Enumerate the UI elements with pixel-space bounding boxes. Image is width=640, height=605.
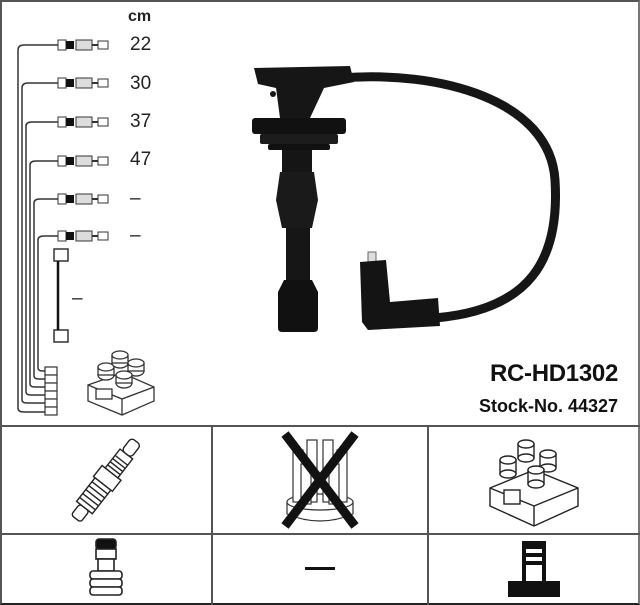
wire-length-3: 37 bbox=[130, 111, 152, 132]
unit-label: cm bbox=[128, 8, 152, 25]
cell-spark-plug bbox=[0, 427, 211, 533]
coil-pack-small-icon bbox=[87, 350, 155, 416]
distributor-cap-crossed-icon bbox=[281, 431, 359, 529]
grid-divider-middle bbox=[0, 533, 640, 535]
spark-plug-terminal-icon bbox=[88, 538, 123, 596]
wire-length-2: 30 bbox=[130, 73, 152, 94]
wire-length-6: – bbox=[130, 225, 141, 246]
wire-set-legend-drawing bbox=[17, 39, 109, 416]
cell-distributor-cap bbox=[213, 427, 427, 533]
ignition-coil-icon bbox=[488, 439, 579, 527]
ignition-cable-illustration bbox=[252, 66, 560, 332]
grid-divider-left bbox=[211, 425, 213, 605]
wire-length-5: – bbox=[130, 188, 141, 209]
cell-distributor-connector: – bbox=[213, 535, 427, 601]
extra-wire-length: – bbox=[72, 288, 83, 309]
coil-terminal-icon bbox=[507, 541, 560, 597]
spark-plug-icon bbox=[71, 438, 140, 522]
stock-number: Stock-No. 44327 bbox=[478, 396, 618, 416]
cell-coil-connector bbox=[429, 535, 638, 601]
wire-length-1: 22 bbox=[130, 34, 152, 55]
not-applicable-dash: – bbox=[305, 566, 335, 570]
cell-spark-plug-connector bbox=[0, 535, 211, 601]
cell-ignition-coil bbox=[429, 427, 638, 533]
product-code: RC-HD1302 bbox=[489, 360, 618, 387]
grid-divider-top bbox=[0, 425, 640, 427]
wire-length-4: 47 bbox=[130, 149, 152, 170]
grid-divider-right bbox=[427, 425, 429, 605]
